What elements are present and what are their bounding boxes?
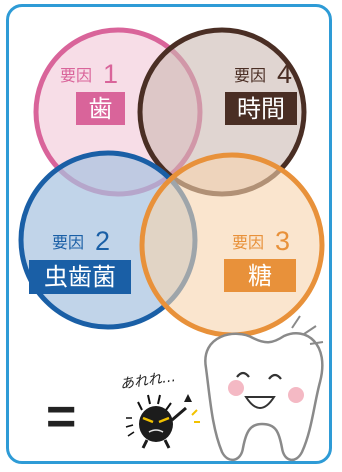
factor-2-label-box <box>29 260 131 294</box>
factor-4-prefix: 要因 <box>234 66 266 85</box>
cavity-germ-icon <box>125 394 200 449</box>
factor-3-label: 糖 <box>248 262 272 290</box>
factor-4-label-box <box>225 92 297 125</box>
factor-4-number: 4 <box>277 59 292 89</box>
factor-1-label: 歯 <box>89 95 113 123</box>
factor-3-number: 3 <box>275 226 290 256</box>
factor-2-number: 2 <box>95 226 110 256</box>
factor-1-number: 1 <box>103 59 118 89</box>
factor-3-label-box <box>224 259 296 292</box>
factor-3-prefix: 要因 <box>232 233 264 252</box>
bacteria-speech: あれれ… <box>119 369 177 393</box>
smiling-tooth-icon <box>204 315 324 461</box>
factor-2-prefix: 要因 <box>52 233 84 252</box>
factor-1-label-box <box>76 92 125 125</box>
equals-sign: = <box>46 388 76 446</box>
factor-4-label: 時間 <box>237 95 285 123</box>
factor-2-label: 虫歯菌 <box>44 263 116 291</box>
factor-1-prefix: 要因 <box>60 66 92 85</box>
